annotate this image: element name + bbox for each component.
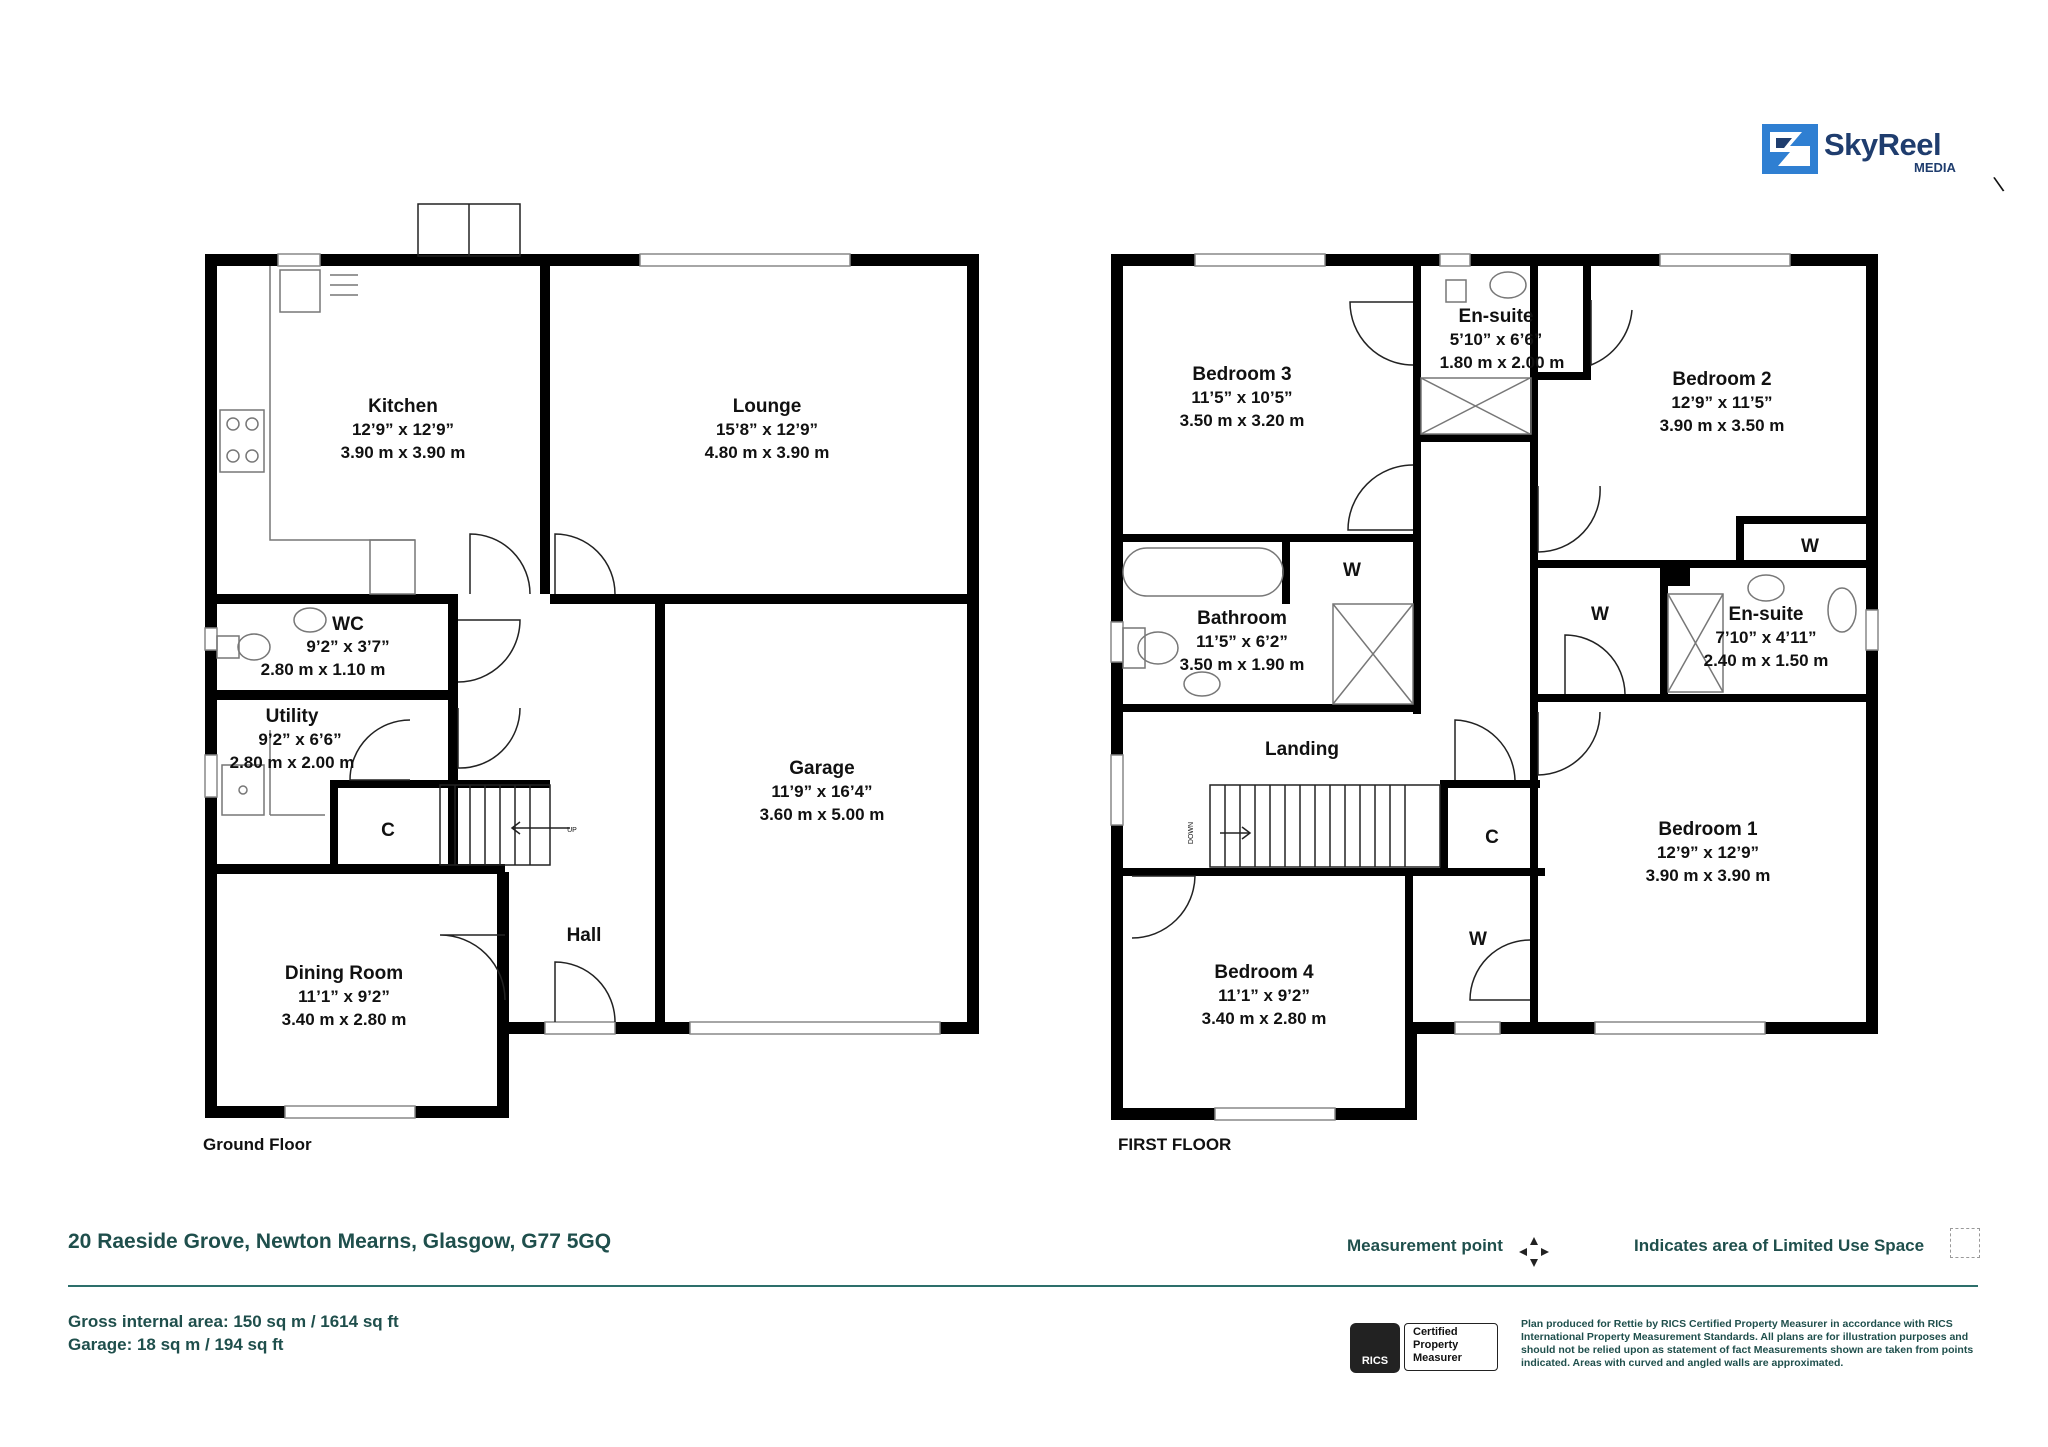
ground-floor: Kitchen 12’9” x 12’9” 3.90 m x 3.90 m Lo… [203, 203, 979, 1154]
rics-certification: Certified Property Measurer [1404, 1323, 1498, 1371]
garage-metric: 3.60 m x 5.00 m [760, 805, 885, 824]
bedroom2-imperial: 12’9” x 11’5” [1671, 393, 1772, 412]
w-bed2-label: W [1801, 536, 1819, 557]
ensuite-right-imperial: 7’10” x 4’11” [1715, 628, 1816, 647]
measurement-point-icon [1519, 1237, 1549, 1267]
utility-imperial: 9’2” x 6’6” [258, 730, 341, 749]
gross-internal-area: Gross internal area: 150 sq m / 1614 sq … [68, 1312, 399, 1331]
landing-cupboard-label: C [1485, 827, 1499, 848]
bedroom3-imperial: 11’5” x 10’5” [1191, 388, 1292, 407]
rics-logo-text: RICS [1361, 1355, 1389, 1367]
w-bath-label: W [1343, 560, 1361, 581]
footer-divider [68, 1285, 1978, 1287]
bedroom4-metric: 3.40 m x 2.80 m [1202, 1009, 1327, 1028]
dining-name: Dining Room [285, 963, 403, 984]
w-low-label: W [1469, 929, 1487, 950]
first-floor: Bedroom 3 11’5” x 10’5” 3.50 m x 3.20 m … [1110, 253, 1879, 1154]
dining-imperial: 11’1” x 9’2” [298, 987, 390, 1006]
utility-metric: 2.80 m x 2.00 m [230, 753, 355, 772]
disclaimer: Plan produced for Rettie by RICS Certifi… [1521, 1318, 1974, 1369]
lounge-metric: 4.80 m x 3.90 m [705, 443, 830, 462]
utility-name: Utility [266, 706, 319, 727]
garage-imperial: 11’9” x 16’4” [771, 782, 872, 801]
ensuite-top-name: En-suite [1459, 306, 1534, 327]
rics-line-2: Property [1413, 1339, 1459, 1351]
rics-line-3: Measurer [1413, 1352, 1462, 1364]
ensuite-top-imperial: 5’10” x 6’6” [1450, 330, 1543, 349]
measurement-point-legend: Measurement point [1347, 1236, 1503, 1255]
brand-name: SkyReel [1824, 127, 1942, 162]
brand-sub: MEDIA [1914, 160, 1956, 175]
bedroom1-imperial: 12’9” x 12’9” [1657, 843, 1759, 862]
garage-area: Garage: 18 sq m / 194 sq ft [68, 1335, 284, 1354]
ground-stairs-label: UP [567, 827, 577, 834]
bedroom2-name: Bedroom 2 [1672, 369, 1771, 390]
w-mid-label: W [1591, 604, 1609, 625]
ground-cupboard-label: C [381, 820, 395, 841]
wc-metric: 2.80 m x 1.10 m [261, 660, 386, 679]
rics-line-1: Certified [1413, 1326, 1458, 1338]
bathroom-metric: 3.50 m x 1.90 m [1180, 655, 1305, 674]
bedroom2-metric: 3.90 m x 3.50 m [1660, 416, 1785, 435]
ensuite-top-metric: 1.80 m x 2.00 m [1440, 353, 1565, 372]
bedroom3-name: Bedroom 3 [1192, 364, 1291, 385]
garage-name: Garage [789, 758, 854, 779]
bedroom1-name: Bedroom 1 [1658, 819, 1758, 840]
lounge-name: Lounge [733, 396, 802, 417]
bedroom1-metric: 3.90 m x 3.90 m [1646, 866, 1771, 885]
kitchen-name: Kitchen [368, 396, 438, 417]
bedroom4-name: Bedroom 4 [1214, 962, 1314, 983]
first-floor-label: FIRST FLOOR [1118, 1135, 1231, 1154]
hall-name: Hall [567, 925, 602, 946]
limited-use-icon [1950, 1228, 1980, 1258]
rics-badge: RICS Certified Property Measurer [1350, 1323, 1500, 1373]
kitchen-imperial: 12’9” x 12’9” [352, 420, 454, 439]
ensuite-right-name: En-suite [1729, 604, 1804, 625]
limited-use-legend: Indicates area of Limited Use Space [1634, 1236, 1925, 1255]
kitchen-metric: 3.90 m x 3.90 m [341, 443, 466, 462]
ensuite-right-metric: 2.40 m x 1.50 m [1704, 651, 1829, 670]
rics-logo-icon: RICS [1350, 1323, 1400, 1373]
dining-metric: 3.40 m x 2.80 m [282, 1010, 407, 1029]
ground-floor-label: Ground Floor [203, 1135, 312, 1154]
bathroom-name: Bathroom [1197, 608, 1287, 629]
property-address: 20 Raeside Grove, Newton Mearns, Glasgow… [68, 1230, 612, 1253]
wc-imperial: 9’2” x 3’7” [306, 637, 389, 656]
bedroom3-metric: 3.50 m x 3.20 m [1180, 411, 1305, 430]
first-stairs-label: DOWN [1188, 822, 1195, 844]
bedroom4-imperial: 11’1” x 9’2” [1218, 986, 1310, 1005]
lounge-imperial: 15’8” x 12’9” [716, 420, 818, 439]
wc-name: WC [332, 614, 364, 635]
skyreel-logo-icon [1762, 124, 1818, 174]
landing-name: Landing [1265, 739, 1339, 760]
bathroom-imperial: 11’5” x 6’2” [1196, 632, 1288, 651]
